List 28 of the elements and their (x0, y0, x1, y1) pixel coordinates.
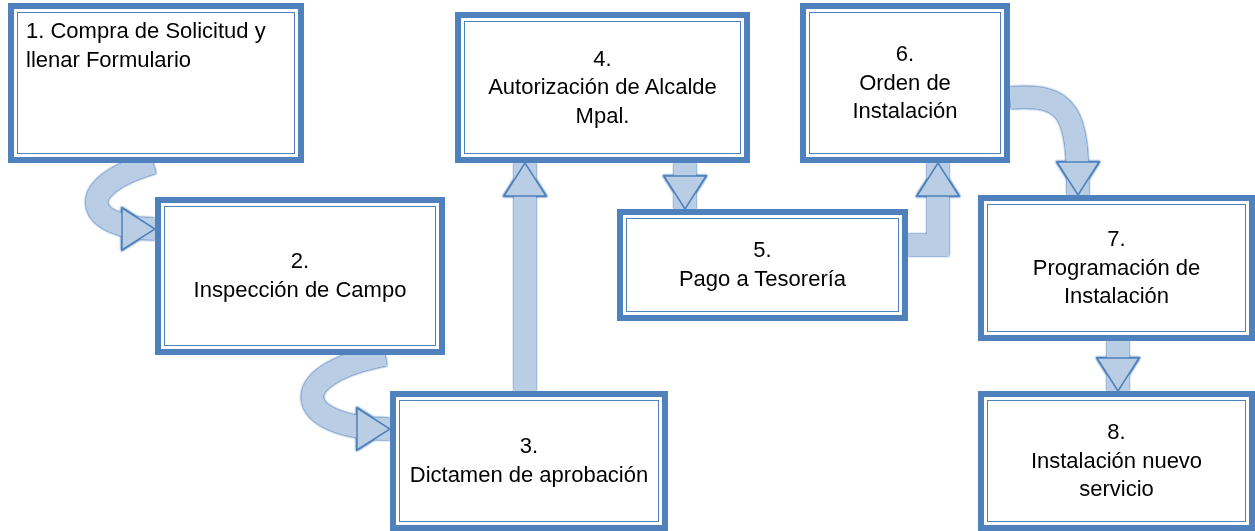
step-label: Autorización de Alcalde Mpal. (487, 73, 718, 130)
block-arrow (1009, 86, 1100, 196)
block-arrow (503, 162, 547, 391)
process-box (617, 209, 908, 321)
process-box (390, 391, 668, 531)
step-number: 2. (290, 247, 310, 276)
block-arrow (663, 163, 707, 210)
step-number: 3. (519, 432, 539, 461)
step-label: 1. Compra de Solicitud y llenar Formulario (26, 17, 267, 74)
step-label: Inspección de Campo (193, 276, 407, 304)
step-label: Programación de Instalación (1031, 253, 1202, 311)
block-arrow (1096, 341, 1140, 392)
step-number: 8. (1107, 418, 1126, 447)
step-label: Dictamen de aprobación (409, 461, 649, 489)
process-box (455, 12, 750, 163)
process-box (978, 195, 1255, 341)
process-box (800, 3, 1010, 163)
step-label: Pago a Tesorería (678, 265, 847, 293)
step-number: 5. (753, 236, 772, 265)
step-label: Orden de Instalación (851, 68, 959, 126)
step-number: 7. (1107, 225, 1126, 254)
step-label: Instalación nuevo servicio (1029, 446, 1204, 504)
process-box (155, 197, 445, 355)
block-arrow (908, 162, 960, 256)
step-number: 6. (895, 40, 915, 69)
process-box (8, 3, 304, 163)
process-box (978, 391, 1255, 531)
step-number: 4. (593, 44, 612, 73)
